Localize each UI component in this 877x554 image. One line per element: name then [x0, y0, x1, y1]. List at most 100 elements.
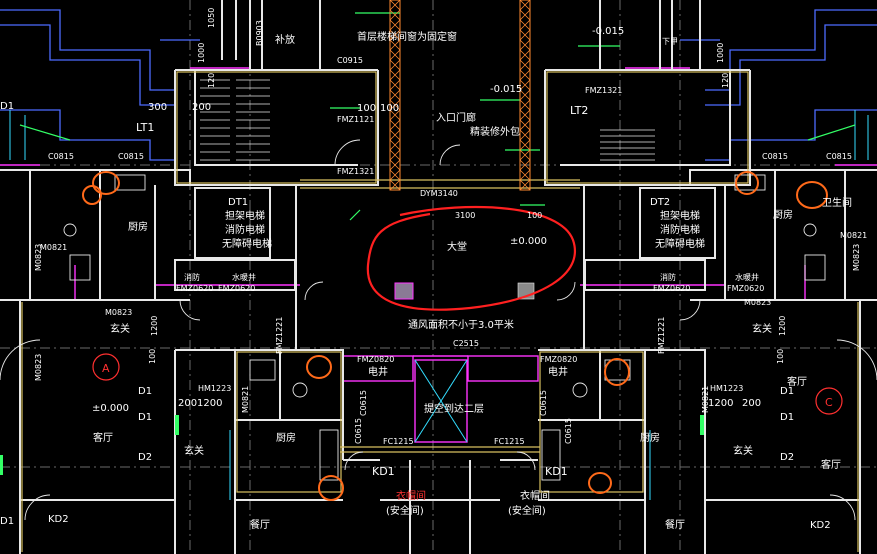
label-m0821-r: M0821	[840, 231, 867, 240]
label-xuanguan-br: 玄关	[733, 444, 753, 457]
label-c0615-r: C0615	[539, 390, 548, 416]
lattice-brace	[389, 99, 401, 111]
lattice-brace	[389, 29, 401, 41]
cyan-lines	[9, 110, 869, 500]
label-c0615-l2: C0615	[354, 418, 363, 444]
top-note: 首层楼梯间窗为固定窗	[357, 30, 457, 43]
label-c0915: C0915	[337, 56, 363, 65]
crane-lattice	[389, 0, 531, 191]
label-entrance: 入口门廊	[436, 111, 476, 124]
lattice-brace	[389, 129, 401, 141]
label-hm1223-r: HM1223	[710, 384, 743, 393]
label-yilou-r-sub: (安全间)	[508, 504, 546, 517]
dim-1000-right: 1000	[716, 43, 725, 63]
lattice-brace	[389, 79, 401, 91]
label-c0615-r2: C0615	[564, 418, 573, 444]
label-fc1215-r: FC1215	[494, 437, 525, 446]
label-dt1-l2: 消防电梯	[225, 223, 265, 236]
label-c0815-r2: C0815	[826, 152, 852, 161]
label-dt2: DT2	[650, 197, 670, 208]
green-lines	[19, 12, 856, 221]
lattice-brace	[519, 9, 531, 21]
label-m0823-side-l2: M0823	[34, 354, 43, 381]
crane-lattice-cross	[389, 0, 531, 191]
lattice-brace	[519, 99, 531, 111]
label-canting-l: 餐厅	[250, 518, 270, 531]
window-marks	[0, 415, 704, 475]
lattice-brace	[519, 89, 531, 101]
label-xiaofang-r: 消防	[660, 272, 676, 282]
label-keting-l: 客厅	[93, 431, 113, 444]
label-lt1: LT1	[136, 121, 154, 134]
lattice-brace	[389, 0, 401, 11]
lattice-brace	[519, 19, 531, 31]
label-m0821-bl: M0821	[241, 386, 250, 413]
label-kitchen-tl: 厨房	[128, 220, 148, 233]
lattice-brace	[519, 119, 531, 131]
lattice-brace	[389, 179, 401, 191]
magenta-lines	[0, 67, 877, 443]
dim-200-left: 200	[178, 398, 197, 409]
label-dianjing-l: 电井	[368, 365, 388, 378]
dim-100a: 100	[357, 103, 376, 114]
lattice-brace	[519, 139, 531, 151]
label-yilou-r: 衣帽间	[520, 489, 550, 502]
label-kd2-r: KD2	[810, 520, 831, 531]
dim-1200-bath-right: 1200	[708, 398, 733, 409]
lattice-brace	[519, 179, 531, 191]
dim-200-right: 200	[742, 398, 761, 409]
label-c2515: C2515	[453, 339, 479, 348]
lattice-brace	[389, 169, 401, 181]
label-d1-top-left: D1	[0, 101, 14, 112]
lattice-brace	[389, 39, 401, 51]
label-kd1-l: KD1	[372, 465, 395, 478]
dim-1000-left: 1000	[197, 43, 206, 63]
lattice-brace	[389, 119, 401, 131]
blue-outline	[0, 9, 877, 161]
label-dt2-l1: 担架电梯	[660, 209, 700, 222]
label-dt1-l3: 无障碍电梯	[222, 237, 272, 250]
label-c0815-l1: C0815	[48, 152, 74, 161]
label-dt2-l2: 消防电梯	[660, 223, 700, 236]
label-m0823-r: M0823	[744, 298, 771, 307]
label-xiafang: 下甲	[662, 37, 678, 46]
lattice-brace	[519, 169, 531, 181]
lattice-brace	[519, 0, 531, 11]
lattice-brace	[389, 59, 401, 71]
lattice-brace	[519, 109, 531, 121]
lattice-brace	[519, 149, 531, 161]
stairs	[200, 79, 655, 161]
dim-100b: 100	[380, 103, 399, 114]
label-yilou-l: 衣帽间	[396, 489, 426, 502]
label-dt1: DT1	[228, 197, 248, 208]
dim-100c: 100	[527, 211, 542, 220]
label-m0823-side-r: M0823	[852, 244, 861, 271]
dim-100-right: 100	[776, 349, 785, 364]
lattice-brace	[519, 49, 531, 61]
lattice-brace	[389, 109, 401, 121]
label-c0815-l2: C0815	[118, 152, 144, 161]
label-fmz0620-l2: FMZ0620	[218, 284, 255, 293]
label-d1-l2: D1	[138, 412, 152, 423]
label-keting-r2: 客厅	[821, 458, 841, 471]
label-d1-r2: D1	[780, 412, 794, 423]
label-fmz0820-l: FMZ0820	[357, 355, 394, 364]
lattice-brace	[519, 159, 531, 171]
text-layer: 首层楼梯间窗为固定窗 补放 C0915 -0.015 -0.015 下甲 105…	[0, 8, 867, 531]
label-dym3140: DYM3140	[420, 189, 458, 198]
lattice-brace	[389, 49, 401, 61]
label-b0903: B0903	[255, 20, 264, 46]
label-tiku: 提空到达二层	[424, 402, 484, 415]
label-d1-l1: D1	[138, 386, 152, 397]
axis-label-a: A	[102, 362, 110, 375]
lattice-brace	[519, 59, 531, 71]
label-dt2-l3: 无障碍电梯	[655, 237, 705, 250]
label-fmz1221-l: FMZ1221	[275, 317, 284, 354]
label-fmz0820-r: FMZ0820	[540, 355, 577, 364]
lattice-brace	[389, 69, 401, 81]
label-kitchen-tr: 厨房	[773, 208, 793, 221]
lattice-brace	[519, 29, 531, 41]
label-lt2: LT2	[570, 104, 588, 117]
